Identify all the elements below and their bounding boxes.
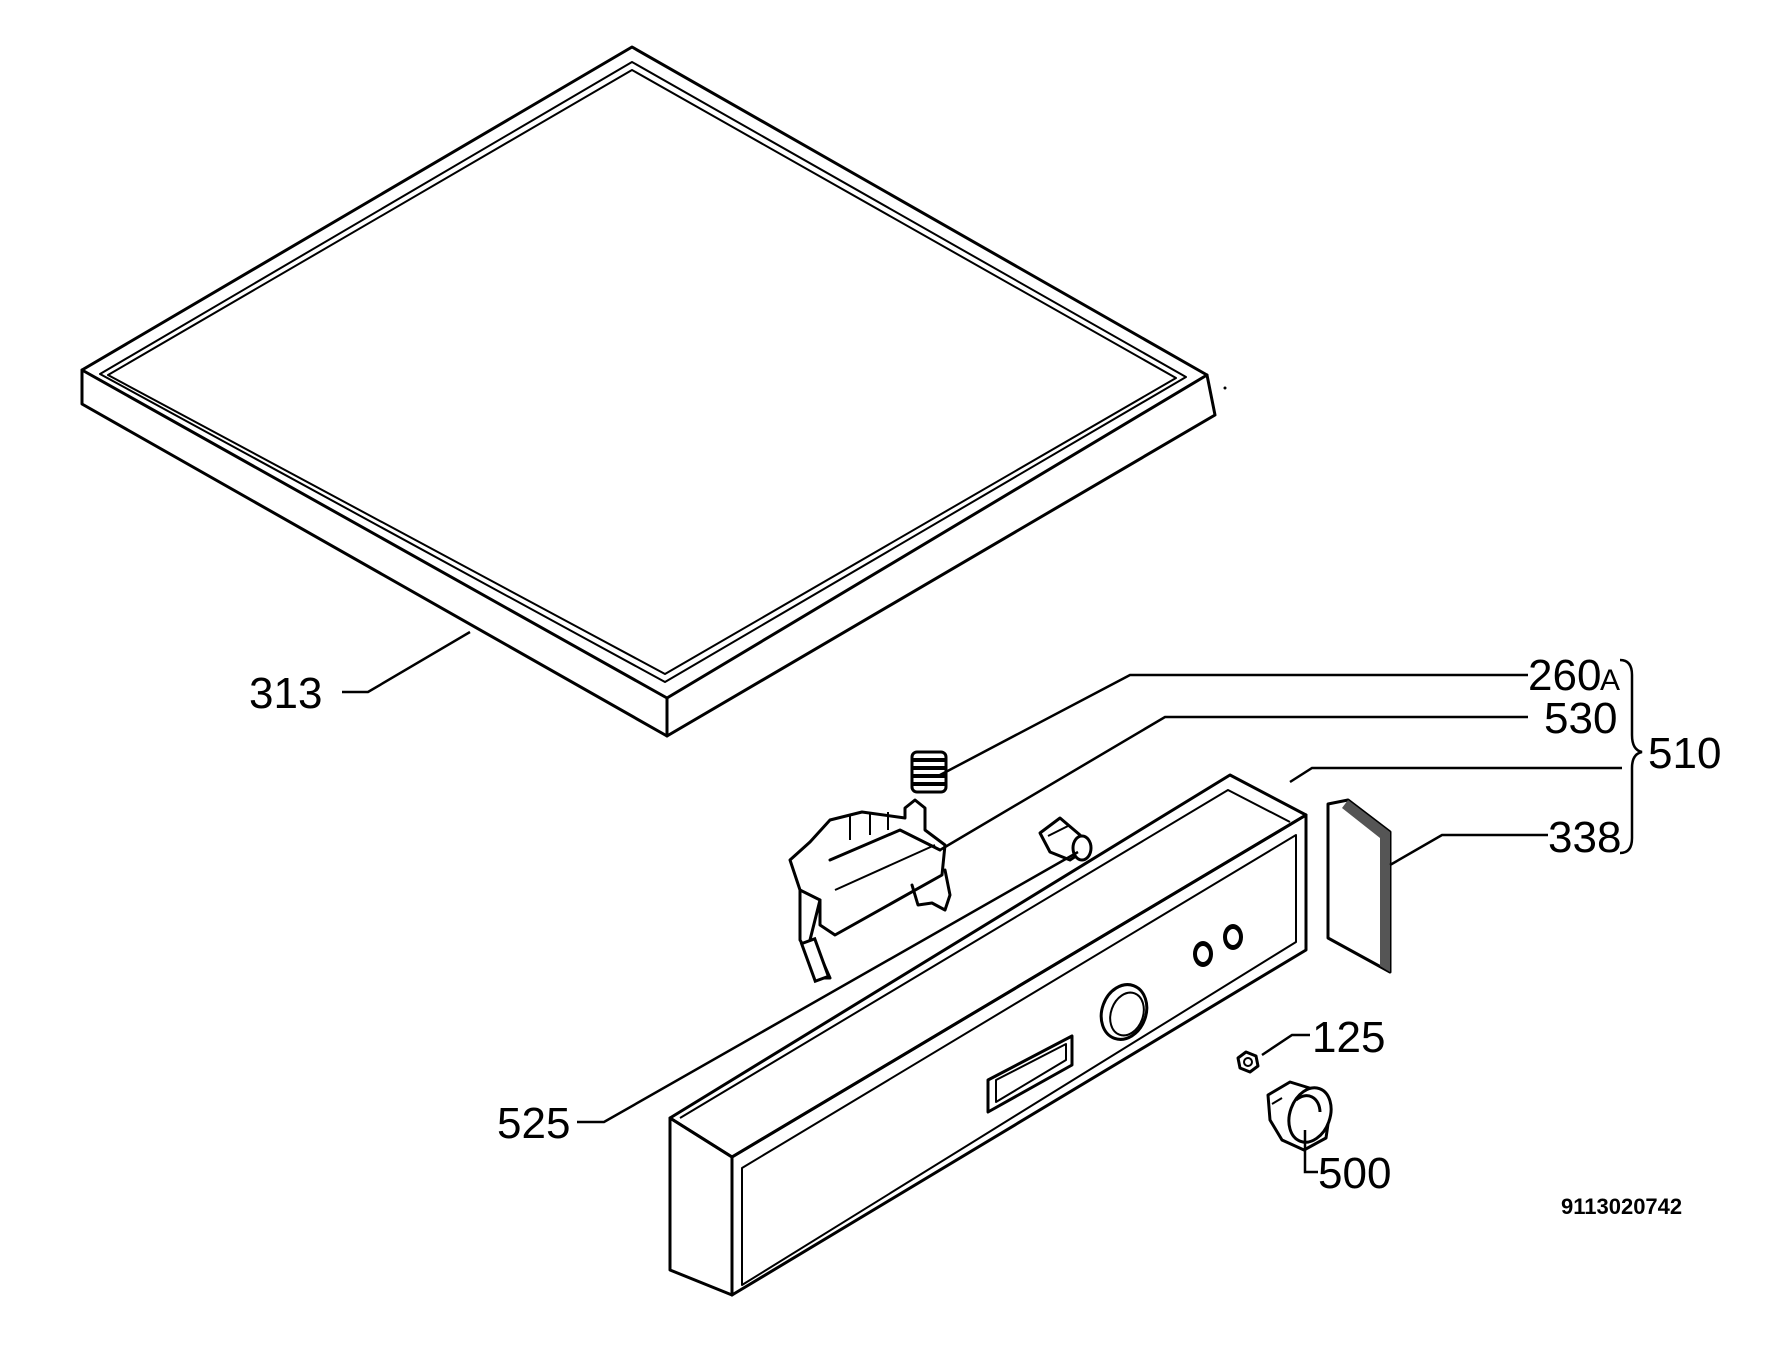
label-530: 530: [1544, 694, 1617, 743]
document-number: 9113020742: [1561, 1194, 1682, 1219]
top-panel-313: [80, 45, 1217, 738]
panel-insert-338: [1326, 798, 1392, 974]
label-125: 125: [1312, 1013, 1385, 1062]
stray-dot: [1223, 386, 1227, 390]
nut-part-125: [1236, 1050, 1260, 1074]
label-313: 313: [249, 669, 322, 718]
plunger-part: [1038, 816, 1093, 862]
label-525: 525: [497, 1099, 570, 1148]
control-panel-525: [668, 773, 1308, 1297]
leader-lines: [342, 630, 1643, 1174]
label-260-suffix: A: [1600, 664, 1620, 697]
spring-part-260a: [910, 750, 948, 794]
label-500: 500: [1318, 1149, 1391, 1198]
part-labels: 313 260 A 530 510 338 125 525 500 911302…: [249, 651, 1721, 1219]
label-260: 260: [1528, 651, 1601, 700]
latch-part-530: [788, 798, 952, 984]
knob-part-500: [1266, 1080, 1333, 1152]
label-510: 510: [1648, 729, 1721, 778]
label-338: 338: [1548, 813, 1621, 862]
